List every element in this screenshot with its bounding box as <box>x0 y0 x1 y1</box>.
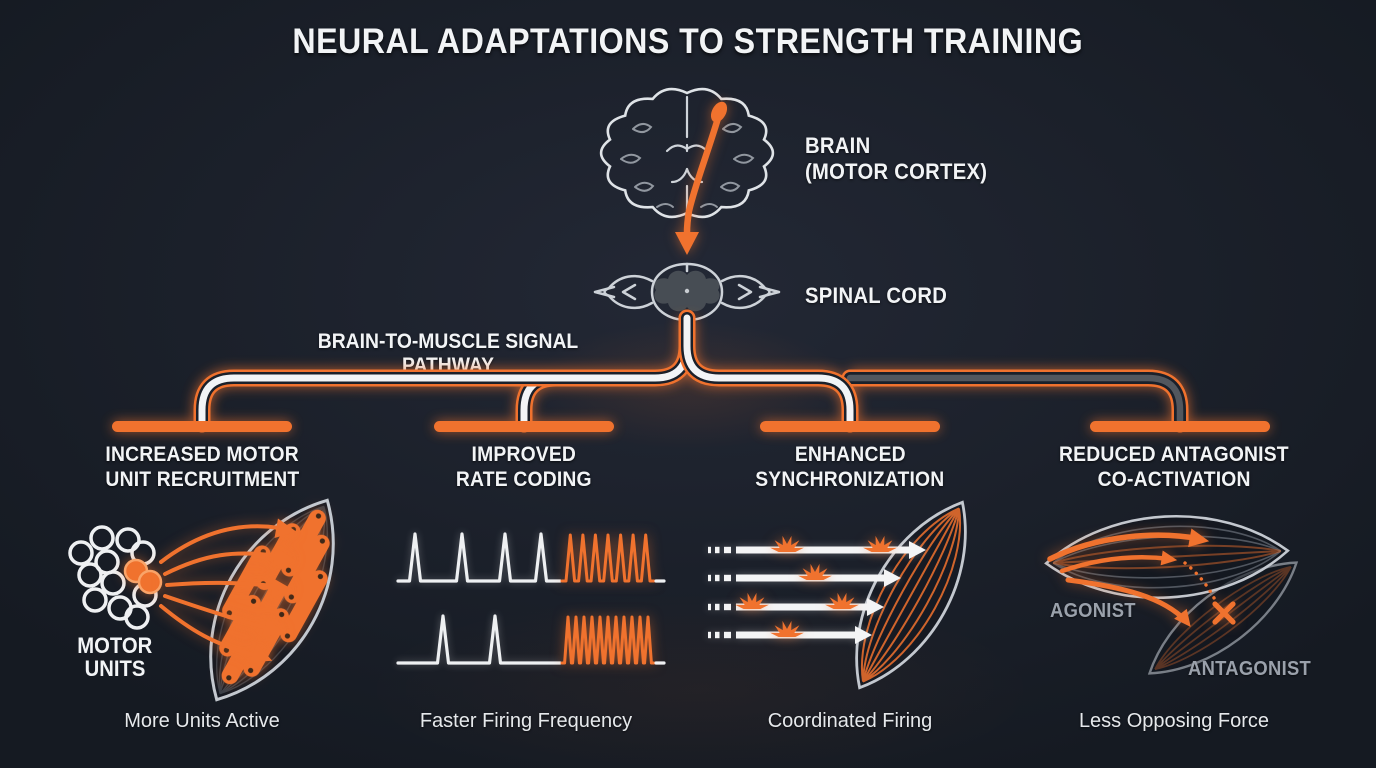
branch-terminal-bar <box>1090 421 1270 432</box>
heading-recruitment: INCREASED MOTOR UNIT RECRUITMENT <box>42 443 362 492</box>
synchronized-arrows-icon <box>708 500 967 690</box>
motor-unit-pool <box>68 525 158 630</box>
motor-units-cluster-icon <box>68 498 335 702</box>
caption-rate-coding: Faster Firing Frequency <box>419 710 633 732</box>
agonist-label-text: AGONIST <box>1050 600 1136 622</box>
agonist-label: AGONIST <box>1050 600 1143 623</box>
agonist-antagonist-icon <box>1044 514 1299 675</box>
spike-train-icon <box>396 532 666 665</box>
heading-text: SYNCHRONIZATION <box>755 467 945 491</box>
brain-label-line1: BRAIN <box>805 133 871 158</box>
caption-recruitment: More Units Active <box>124 710 280 732</box>
caption-co-activation: Less Opposing Force <box>1078 710 1270 732</box>
brain-icon <box>599 87 775 255</box>
heading-text: CO-ACTIVATION <box>1097 467 1251 491</box>
spinal-cord-label: SPINAL CORD <box>805 283 959 309</box>
ambient-glow-bottom <box>250 560 1150 768</box>
motor-units-label-line1: MOTOR <box>77 633 153 658</box>
inhibition-x-icon <box>1212 601 1236 625</box>
heading-text: ENHANCED <box>794 443 906 466</box>
motor-units-label: MOTOR UNITS <box>60 634 170 680</box>
signal-cable-icon <box>112 309 1270 433</box>
heading-text: UNIT RECRUITMENT <box>104 467 299 491</box>
burst-icon <box>735 535 897 637</box>
heading-text: INCREASED MOTOR <box>105 443 299 466</box>
muscle-icon <box>209 498 335 702</box>
active-motor-units <box>123 558 163 595</box>
heading-text: RATE CODING <box>456 467 592 491</box>
brain-label-line2: (MOTOR CORTEX) <box>805 159 988 184</box>
heading-synchronization: ENHANCED SYNCHRONIZATION <box>690 443 1010 492</box>
down-arrow-icon <box>675 232 699 255</box>
caption-synchronization: Coordinated Firing <box>767 710 933 732</box>
antagonist-label-text: ANTAGONIST <box>1188 658 1312 680</box>
page-title: NEURAL ADAPTATIONS TO STRENGTH TRAINING <box>0 22 1376 62</box>
heading-text: REDUCED ANTAGONIST <box>1059 443 1289 466</box>
antagonist-label: ANTAGONIST <box>1188 658 1322 681</box>
sync-arrow <box>708 598 884 616</box>
heading-co-activation: REDUCED ANTAGONIST CO-ACTIVATION <box>1014 443 1334 492</box>
brain-label: BRAIN (MOTOR CORTEX) <box>805 133 1003 185</box>
inhibited-signal-dotted-line <box>1183 561 1218 604</box>
spinal-cord-label-text: SPINAL CORD <box>805 283 948 308</box>
page-title-text: NEURAL ADAPTATIONS TO STRENGTH TRAINING <box>292 22 1084 61</box>
branch-terminal-bar <box>760 421 940 432</box>
motor-pathway-highlight <box>675 101 728 255</box>
motor-units-label-line2: UNITS <box>84 656 146 681</box>
sync-arrow <box>708 541 926 559</box>
branch-terminal-bar <box>434 421 614 432</box>
heading-rate-coding: IMPROVED RATE CODING <box>364 443 684 492</box>
muscle-icon <box>855 500 967 690</box>
branch-terminal-bar <box>112 421 292 432</box>
heading-text: IMPROVED <box>471 443 577 466</box>
